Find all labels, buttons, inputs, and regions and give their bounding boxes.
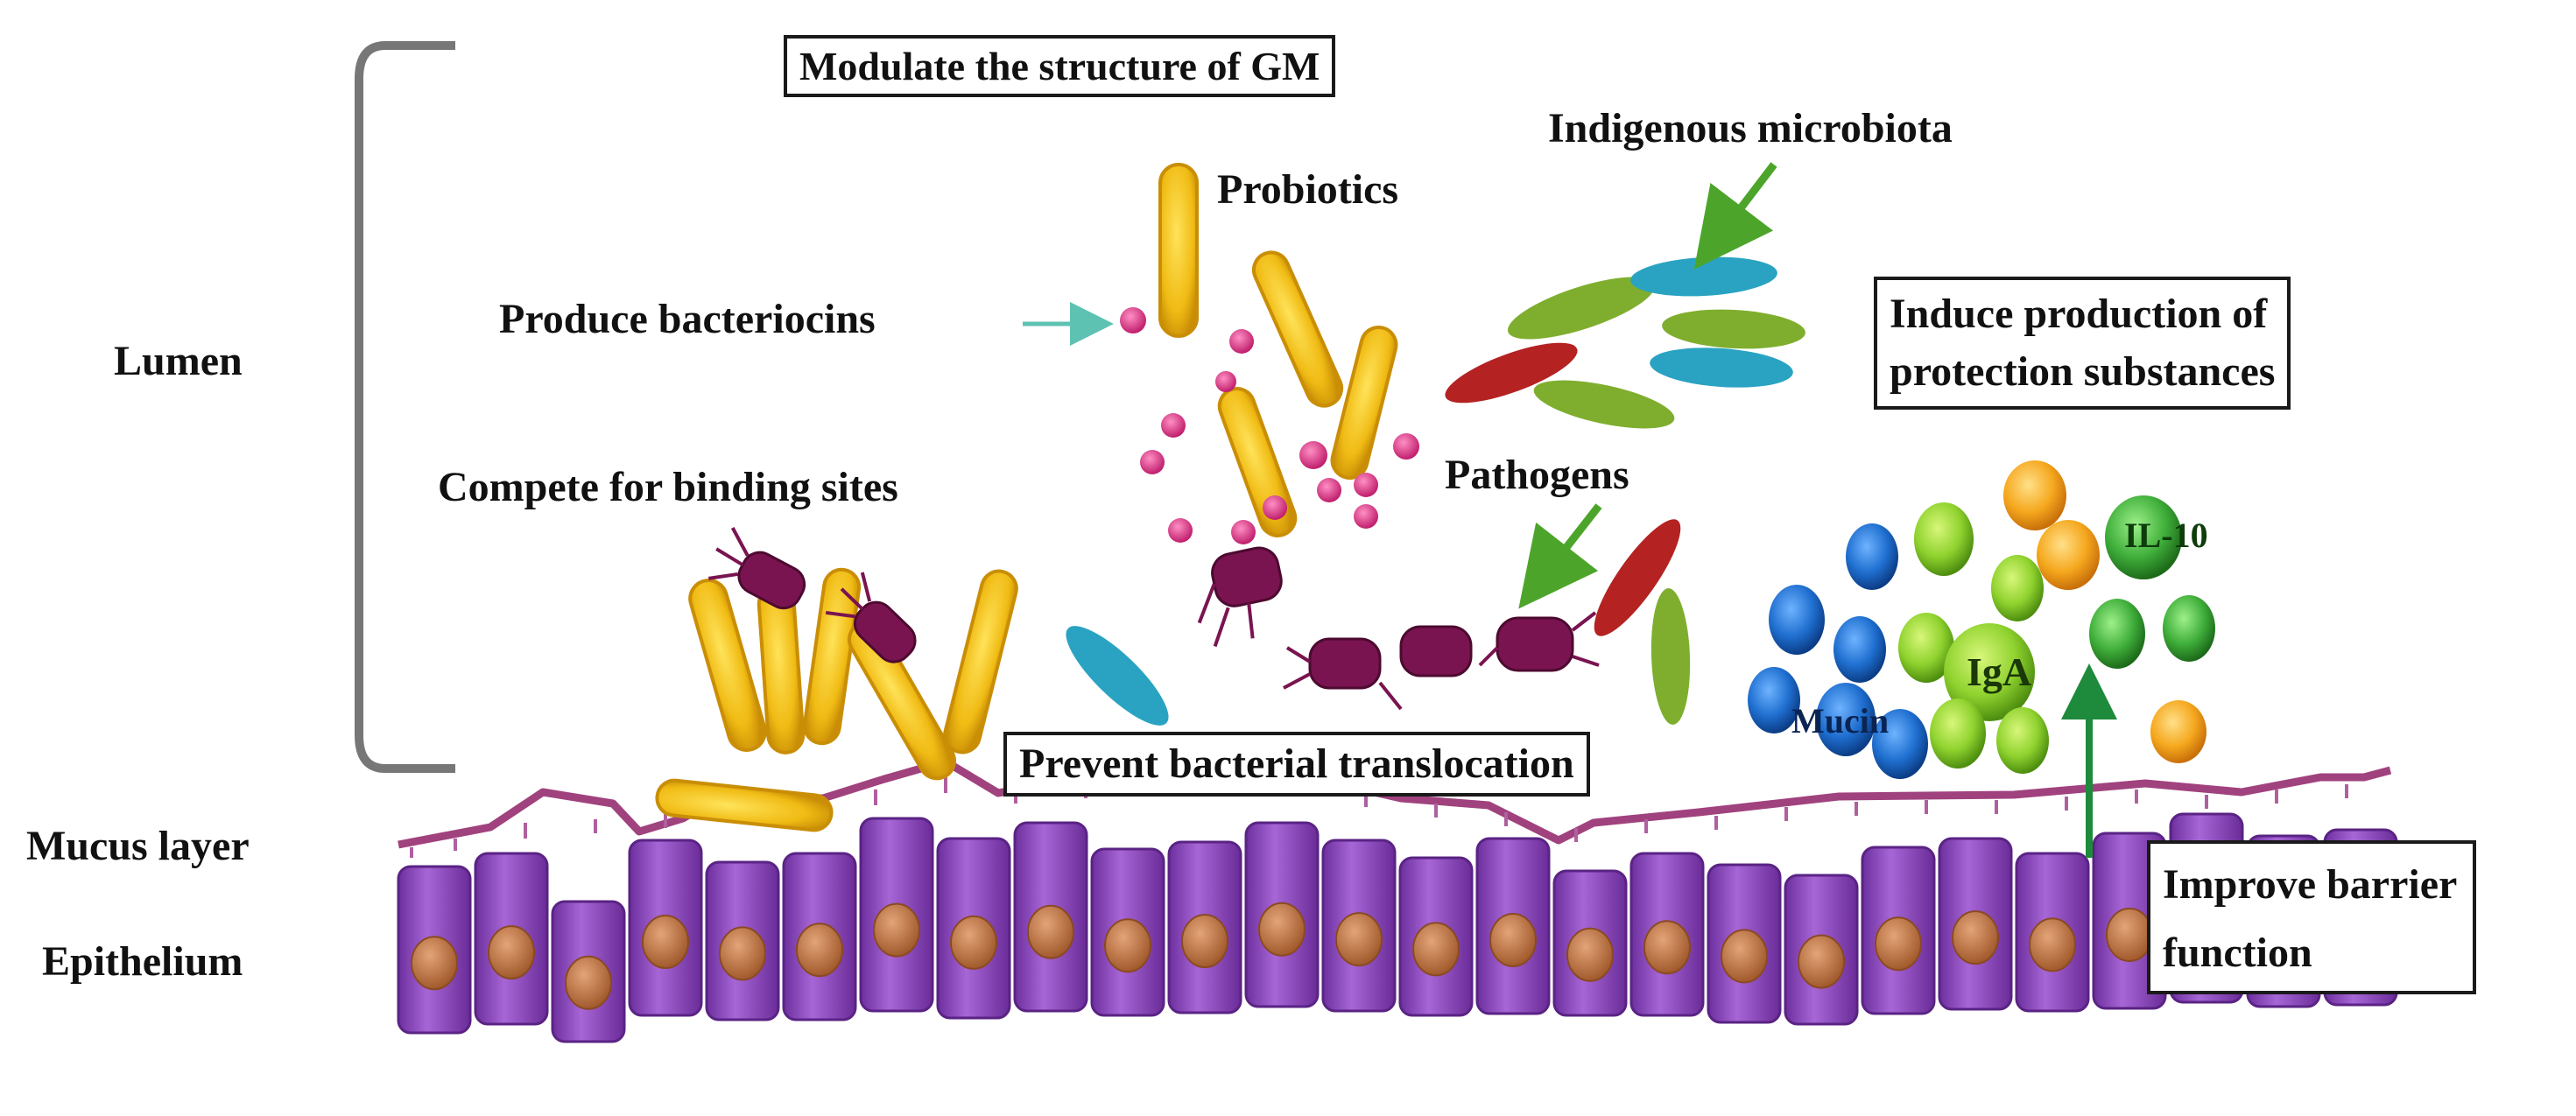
- cell-nucleus: [796, 923, 843, 978]
- probiotic-rod: [943, 569, 1018, 755]
- cell-nucleus: [1489, 913, 1537, 967]
- improve-barrier-box: Improve barrier function: [2147, 840, 2477, 994]
- probiotic-rod: [1330, 326, 1398, 480]
- orange-spheres: [2003, 460, 2206, 763]
- probiotic-rod: [1217, 387, 1298, 537]
- epithelium-label: Epithelium: [42, 938, 243, 985]
- probiotic-rod: [655, 778, 834, 832]
- cell-nucleus: [488, 925, 535, 980]
- cell-nucleus: [565, 955, 612, 1010]
- bacteriocin-particles: [1120, 307, 1419, 544]
- cell-nucleus: [2106, 908, 2153, 962]
- cell-nucleus: [1721, 929, 1768, 984]
- cell-nucleus: [1027, 904, 1074, 959]
- arrow-to-pathogens: [1518, 503, 1602, 609]
- probiotic-rods: [655, 163, 1398, 832]
- cell-nucleus: [719, 926, 766, 981]
- cell-nucleus: [950, 915, 997, 970]
- cell-nucleus: [2029, 917, 2076, 972]
- cell-nucleus: [1335, 912, 1383, 967]
- compete-label: Compete for binding sites: [438, 464, 898, 510]
- mucin-spheres: [1748, 523, 1928, 779]
- probiotic-rod: [1251, 250, 1344, 408]
- iga-label: IgA: [1967, 649, 2032, 694]
- prevent-translocation-box: Prevent bacterial translocation: [1003, 732, 1590, 797]
- cell-nucleus: [1104, 918, 1151, 973]
- cell-nucleus: [411, 936, 458, 991]
- induce-line-1: Induce production of: [1890, 291, 2268, 337]
- induce-production-box: Induce production of protection substanc…: [1874, 277, 2291, 411]
- cell-nucleus: [1643, 920, 1691, 975]
- arrow-to-microbiota: [1693, 162, 1777, 270]
- pathogens-label: Pathogens: [1445, 452, 1629, 498]
- epithelium-cells: [397, 812, 2398, 1043]
- produce-bacteriocins-label: Produce bacteriocins: [499, 296, 876, 342]
- cell-nucleus: [1798, 934, 1845, 989]
- indigenous-microbiota: [1066, 256, 1805, 726]
- probiotic-rod: [802, 567, 862, 746]
- improve-line-1: Improve barrier: [2163, 861, 2458, 908]
- cell-nucleus: [1258, 902, 1306, 957]
- probiotic-rod: [1158, 163, 1199, 338]
- il10-spheres: [2089, 495, 2215, 669]
- induce-line-2: protection substances: [1890, 348, 2276, 396]
- mucus-layer-label: Mucus layer: [26, 823, 250, 869]
- cell-nucleus: [1181, 914, 1228, 969]
- modulate-gm-box: Modulate the structure of GM: [784, 35, 1336, 98]
- probiotic-rod: [688, 579, 767, 752]
- cell-nucleus: [642, 915, 689, 969]
- cell-nucleus: [873, 902, 920, 958]
- pathogens: [707, 527, 1600, 711]
- lumen-label: Lumen: [114, 338, 243, 384]
- iga-spheres: [1898, 502, 2049, 774]
- indigenous-microbiota-label: Indigenous microbiota: [1548, 105, 1953, 151]
- il10-label: IL-10: [2124, 516, 2208, 555]
- cell-nucleus: [1875, 916, 1922, 972]
- mucin-label: Mucin: [1791, 701, 1890, 740]
- cell-nucleus: [1566, 927, 1614, 982]
- cell-nucleus: [1412, 922, 1460, 977]
- probiotics-label: Probiotics: [1217, 166, 1399, 213]
- improve-line-2: function: [2163, 929, 2312, 976]
- lumen-bracket: [355, 41, 455, 773]
- cell-nucleus: [1952, 910, 1999, 965]
